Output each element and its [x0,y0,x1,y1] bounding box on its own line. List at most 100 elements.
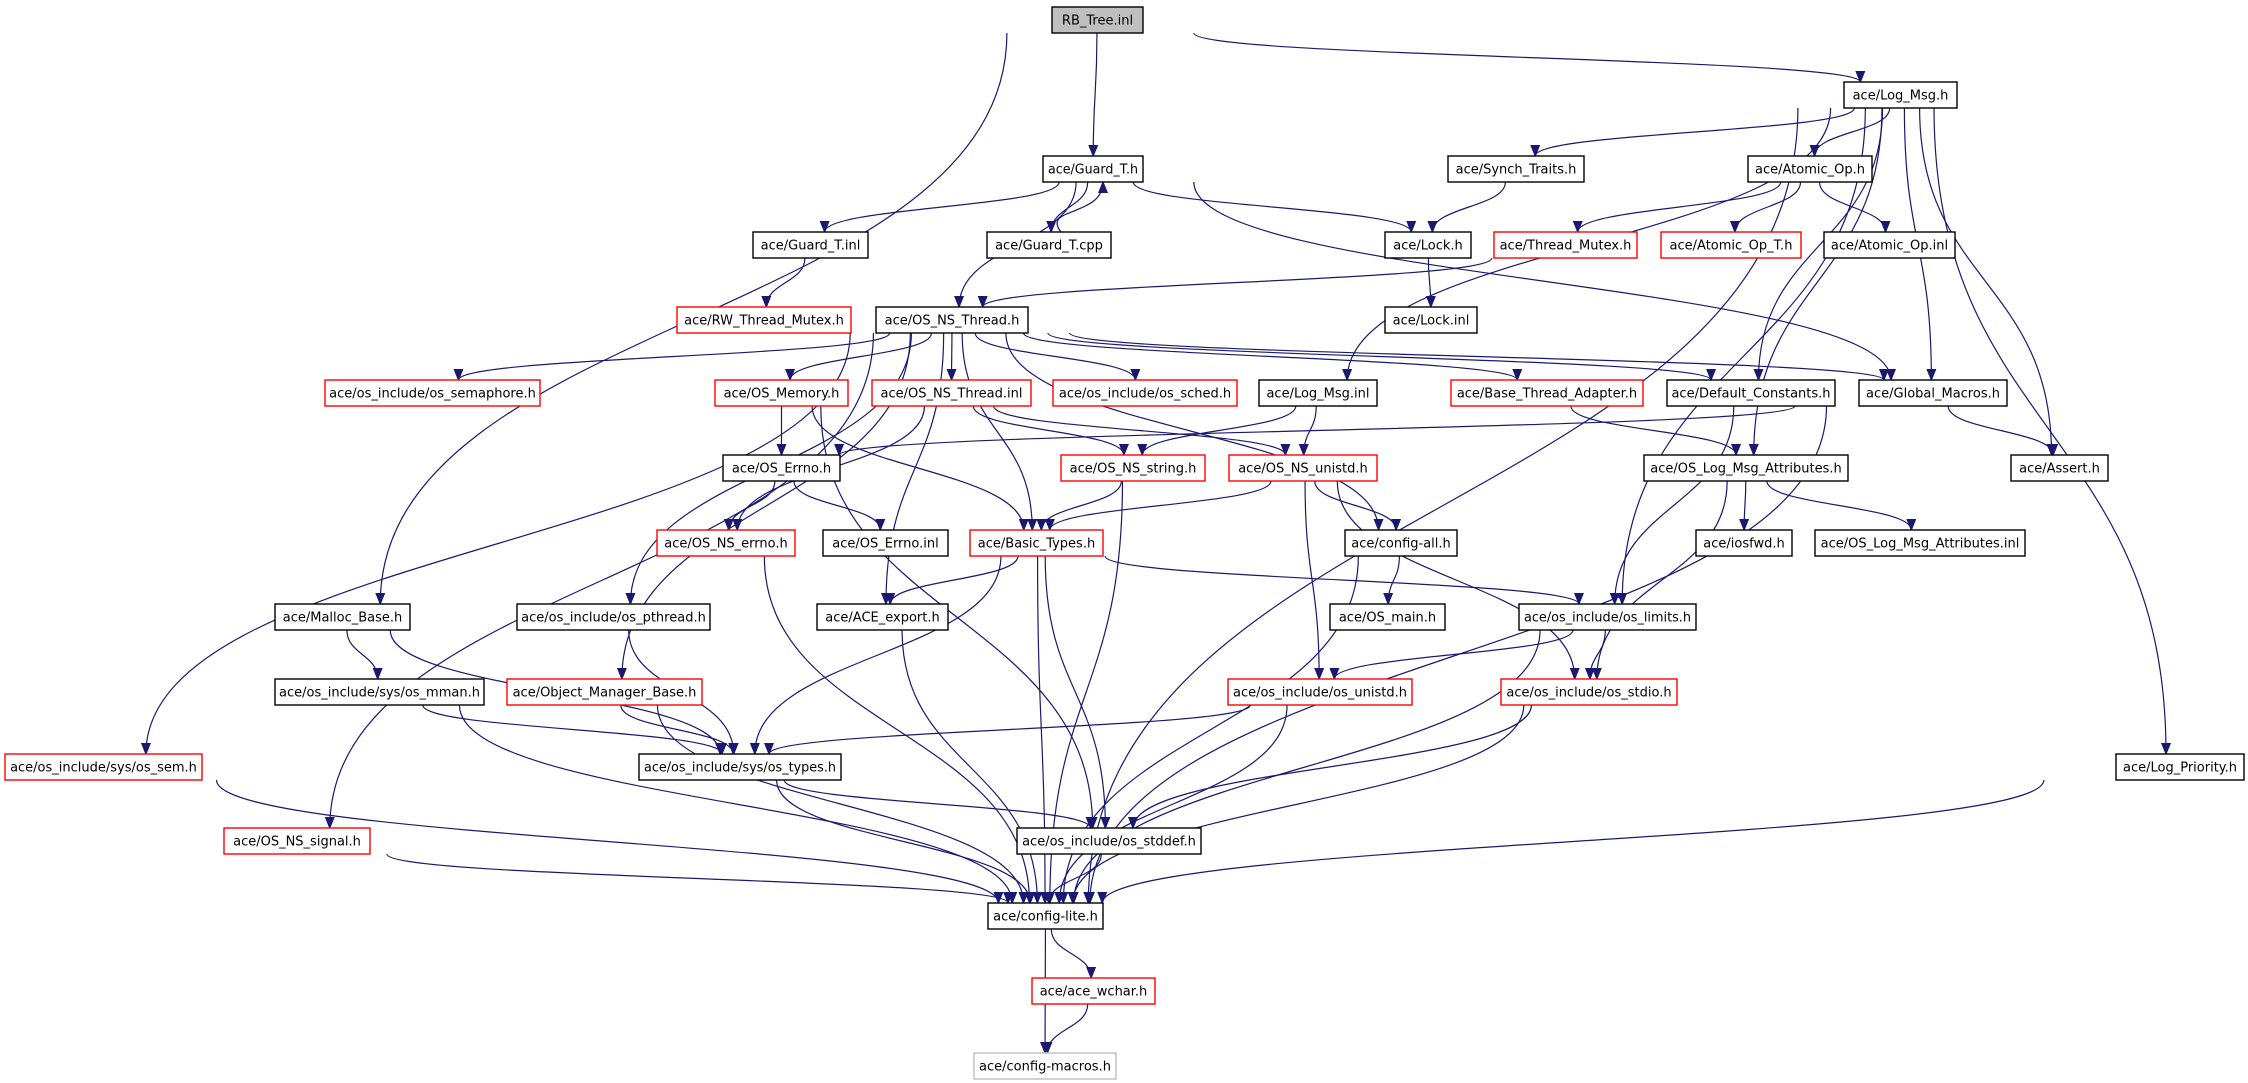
node-rb-tree-inl[interactable]: RB_Tree.inl [1051,6,1144,34]
edge-guard_t_h-to-lock_h [1132,181,1411,233]
edge-guard_t_h-to-guard_t_inl [825,181,1060,233]
node-guard-t-h[interactable]: ace/Guard_T.h [1042,155,1144,183]
node-log-msg-h[interactable]: ace/Log_Msg.h [1843,81,1958,109]
node-atomic-op-h[interactable]: ace/Atomic_Op.h [1747,155,1873,183]
node-label: ace/os_include/os_sched.h [1059,387,1231,402]
node-rw-thread-mutex-h[interactable]: ace/RW_Thread_Mutex.h [676,306,852,334]
node-synch-traits-h[interactable]: ace/Synch_Traits.h [1447,155,1585,183]
node-label: ace/Guard_T.cpp [995,239,1103,254]
node-os-sem-h[interactable]: ace/os_include/sys/os_sem.h [4,753,203,781]
node-box [714,379,849,407]
node-log-priority-h[interactable]: ace/Log_Priority.h [2115,753,2245,781]
node-label: ace/os_include/os_unistd.h [1233,686,1407,701]
edge-os_ns_string_h-to-config_lite_h [1050,480,1124,903]
edge-os_ns_thread_inl-to-os_ns_unistd_h [993,405,1286,456]
edge-rb_tree_inl-to-log_msg_h [1193,32,1860,83]
node-os-ns-signal-h[interactable]: ace/OS_NS_signal.h [223,827,371,855]
node-box [986,231,1112,259]
node-thread-mutex-h[interactable]: ace/Thread_Mutex.h [1493,231,1638,259]
node-os-stdio-h[interactable]: ace/os_include/os_stdio.h [1500,678,1678,706]
node-box [676,306,852,334]
node-log-msg-inl[interactable]: ace/Log_Msg.inl [1258,379,1378,407]
node-guard-t-inl[interactable]: ace/Guard_T.inl [752,231,869,259]
node-os-ns-string-h[interactable]: ace/OS_NS_string.h [1060,454,1206,482]
edge-basic_types_h-to-os_types_h [755,555,1002,754]
node-basic-types-h[interactable]: ace/Basic_Types.h [969,529,1104,557]
node-base-thread-adapter-h[interactable]: ace/Base_Thread_Adapter.h [1450,379,1644,407]
edge-log_msg_h-to-synch_traits_h [1535,107,1855,157]
node-os-limits-h[interactable]: ace/os_include/os_limits.h [1518,603,1697,631]
node-box [816,603,949,631]
node-label: ace/Atomic_Op_T.h [1670,239,1793,254]
node-os-memory-h[interactable]: ace/OS_Memory.h [714,379,849,407]
edge-config_all_h-to-os_main_h [1388,555,1400,604]
edge-os_limits_h-to-config_lite_h [1074,629,1541,903]
node-config-macros-h[interactable]: ace/config-macros.h [973,1052,1117,1080]
edge-default_constants_h-to-os_limits_h [1615,405,1735,604]
node-os-stddef-h[interactable]: ace/os_include/os_stddef.h [1016,827,1202,855]
node-box [1858,379,2008,407]
node-object-manager-base-h[interactable]: ace/Object_Manager_Base.h [506,678,703,706]
node-os-main-h[interactable]: ace/OS_main.h [1329,603,1446,631]
node-malloc-base-h[interactable]: ace/Malloc_Base.h [274,603,411,631]
node-os-ns-thread-inl[interactable]: ace/OS_NS_Thread.inl [871,379,1032,407]
node-os-types-h[interactable]: ace/os_include/sys/os_types.h [638,753,842,781]
node-guard-t-cpp[interactable]: ace/Guard_T.cpp [986,231,1112,259]
node-label: ace/os_include/os_pthread.h [521,611,706,626]
node-os-log-msg-attributes-inl[interactable]: ace/OS_Log_Msg_Attributes.inl [1814,529,2026,557]
node-atomic-op-t-h[interactable]: ace/Atomic_Op_T.h [1660,231,1802,259]
node-label: ace/Assert.h [2019,462,2100,477]
node-os-pthread-h[interactable]: ace/os_include/os_pthread.h [516,603,711,631]
node-box [1060,454,1206,482]
node-os-unistd-h[interactable]: ace/os_include/os_unistd.h [1227,678,1413,706]
node-ace-wchar-h[interactable]: ace/ace_wchar.h [1031,977,1156,1005]
edge-os_errno_h-to-os_ns_errno_h [729,480,776,531]
node-box [274,678,485,706]
node-os-sched-h[interactable]: ace/os_include/os_sched.h [1052,379,1238,407]
node-label: ace/os_include/sys/os_types.h [644,761,836,776]
node-label: ace/OS_NS_unistd.h [1238,462,1368,477]
edge-ace_export_h-to-config_lite_h [901,629,1037,903]
node-box [516,603,711,631]
node-assert-h[interactable]: ace/Assert.h [2010,454,2109,482]
node-os-mman-h[interactable]: ace/os_include/sys/os_mman.h [274,678,485,706]
node-label: ace/OS_Log_Msg_Attributes.inl [1821,537,2020,552]
node-os-ns-thread-h[interactable]: ace/OS_NS_Thread.h [875,306,1029,334]
node-label: ace/Synch_Traits.h [1456,163,1577,178]
edge-log_msg_h-to-os_limits_h [1622,107,1866,604]
edge-synch_traits_h-to-lock_h [1432,181,1507,233]
node-label: ace/Log_Priority.h [2123,761,2237,776]
edge-log_msg_h-to-assert_h [1918,107,2052,455]
node-box [4,753,203,781]
node-os-ns-unistd-h[interactable]: ace/OS_NS_unistd.h [1228,454,1378,482]
node-atomic-op-inl[interactable]: ace/Atomic_Op.inl [1823,231,1956,259]
node-lock-inl[interactable]: ace/Lock.inl [1384,306,1478,334]
node-label: ace/Malloc_Base.h [283,611,403,626]
node-label: ace/os_include/sys/os_mman.h [279,686,480,701]
node-global-macros-h[interactable]: ace/Global_Macros.h [1858,379,2008,407]
node-box [1493,231,1638,259]
node-os-semaphore-h[interactable]: ace/os_include/os_semaphore.h [324,379,541,407]
node-box [1329,603,1446,631]
node-config-all-h[interactable]: ace/config-all.h [1344,529,1458,557]
node-label: ace/OS_main.h [1339,611,1436,626]
node-os-errno-inl[interactable]: ace/OS_Errno.inl [822,529,949,557]
node-ace-export-h[interactable]: ace/ACE_export.h [816,603,949,631]
node-box [1016,827,1202,855]
node-os-log-msg-attributes-h[interactable]: ace/OS_Log_Msg_Attributes.h [1643,454,1849,482]
node-lock-h[interactable]: ace/Lock.h [1384,231,1472,259]
edge-os_ns_string_h-to-basic_types_h [1041,480,1123,531]
edge-guard_t_cpp-to-guard_t_h [1056,182,1103,233]
node-box [1500,678,1678,706]
node-config-lite-h[interactable]: ace/config-lite.h [987,902,1104,930]
node-iosfwd-h[interactable]: ace/iosfwd.h [1695,529,1793,557]
edge-os_ns_thread_h-to-basic_types_h [961,332,1032,530]
node-label: ace/OS_NS_errno.h [664,537,788,552]
edge-basic_types_h-to-os_limits_h [1104,555,1579,605]
edge-object_manager_base_h-to-config_lite_h [656,704,1023,903]
node-box [1384,306,1478,334]
node-os-errno-h[interactable]: ace/OS_Errno.h [722,454,841,482]
node-os-ns-errno-h[interactable]: ace/OS_NS_errno.h [656,529,796,557]
node-default-constants-h[interactable]: ace/Default_Constants.h [1666,379,1836,407]
